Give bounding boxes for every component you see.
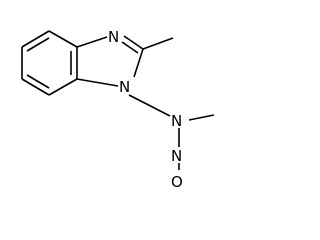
bond-n3-c2 <box>123 35 144 50</box>
bond-benzene-1 <box>21 30 50 48</box>
bond-namine-methyl <box>188 114 215 121</box>
bond-benzene-4 <box>48 78 78 96</box>
bond-benzene-inner-3 <box>26 74 50 89</box>
atom-n-nitroso: N <box>171 147 182 165</box>
structure-canvas: N N N N O <box>21 28 215 191</box>
atom-n-imine: N <box>108 28 119 46</box>
bond-n1-c3a <box>76 78 119 87</box>
bond-c2-methyl <box>142 37 174 50</box>
bond-benzene-2 <box>48 30 78 48</box>
bond-c7a-n3 <box>76 36 108 48</box>
atom-n-ring: N <box>119 78 130 96</box>
bond-benzene-5 <box>21 78 50 96</box>
structure-diagram: N N N N O <box>21 28 215 191</box>
atom-o-nitroso: O <box>171 173 183 191</box>
bond-c2-n1 <box>133 48 144 78</box>
atom-n-amine: N <box>171 112 182 130</box>
bond-n1-namine <box>128 94 171 117</box>
bond-benzene-inner-1 <box>26 37 50 52</box>
bond-n3-c2-double <box>121 41 139 54</box>
